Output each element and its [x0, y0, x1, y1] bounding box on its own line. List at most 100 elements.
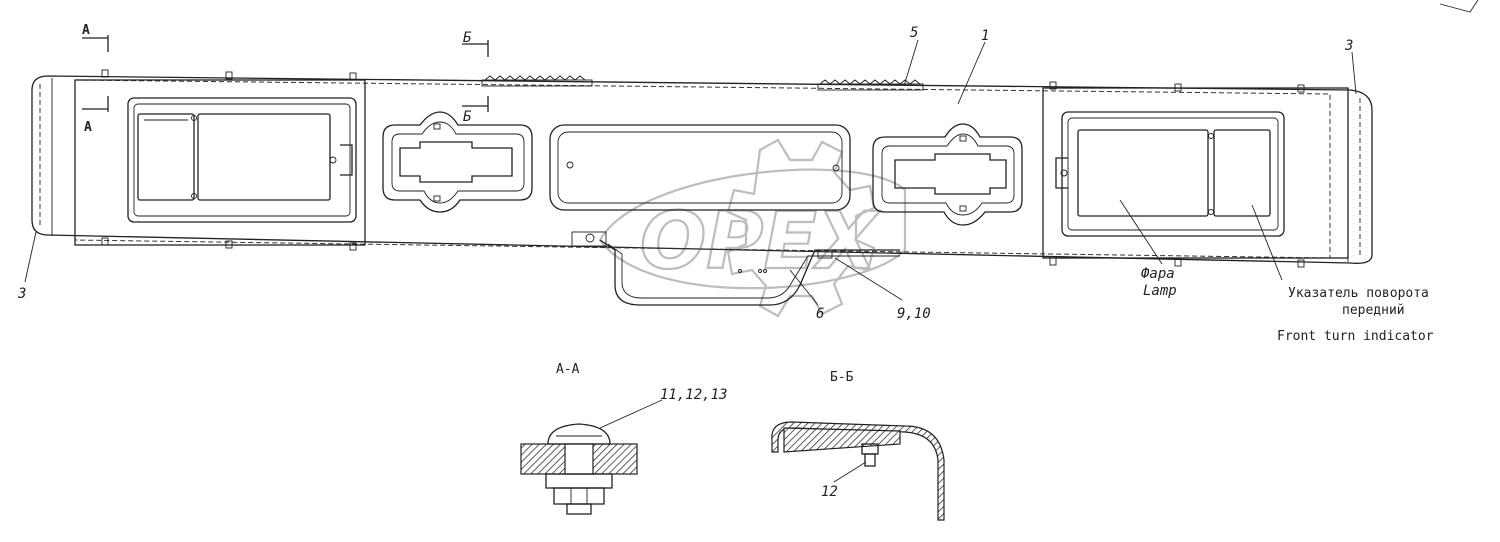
left-turn-lens	[137, 113, 195, 201]
callout-11-12-13-leader	[599, 399, 663, 429]
callout-6-leader	[789, 269, 819, 306]
top-mount-left	[481, 79, 593, 87]
section-bb-pad	[783, 427, 901, 453]
right-cutout-inner	[881, 133, 1015, 216]
left-latch-bolt	[329, 156, 337, 164]
right-lamp-frame	[1061, 111, 1285, 237]
edge-bolt	[1297, 84, 1305, 93]
section-aa-detail: А-А 11,12,13	[520, 362, 727, 515]
turn-indicator-leader	[1251, 204, 1283, 281]
callout-5: 5	[910, 25, 918, 41]
section-aa-bolt-tip	[566, 503, 592, 515]
callout-11-12-13: 11,12,13	[660, 387, 727, 403]
top-mount-left-teeth	[484, 75, 586, 81]
callout-3-left: 3	[17, 286, 26, 302]
edge-bolt	[1297, 259, 1305, 268]
section-aa-bolt-head	[547, 423, 611, 445]
lamp-label-en: Lamp	[1143, 283, 1177, 299]
corner-mark	[1439, 0, 1479, 13]
callout-3-left-leader	[24, 231, 37, 283]
turn-indicator-label-en: Front turn indicator	[1277, 329, 1434, 344]
section-b-top-label: Б	[463, 30, 472, 46]
top-mount-right-teeth	[819, 79, 921, 85]
section-aa-nut	[553, 487, 605, 505]
section-markers: А А Б Б	[82, 23, 489, 135]
edge-bolt	[225, 240, 233, 249]
callout-6: 6	[816, 306, 824, 322]
center-cutout-outer	[549, 124, 851, 211]
bumper-cutouts	[382, 111, 1023, 226]
center-cutout-hole	[566, 161, 574, 169]
left-cutout-hole	[433, 123, 441, 130]
right-lamp-bracket	[1042, 87, 1349, 259]
left-cutout-inner	[391, 121, 525, 204]
left-lamp-screw	[191, 115, 197, 121]
right-lamp-screw	[1208, 209, 1214, 215]
bracket-mount	[571, 231, 607, 247]
edge-bolt	[349, 242, 357, 251]
right-turn-lens	[1213, 129, 1271, 217]
right-cutout-hole	[959, 135, 967, 142]
section-aa-bolt-shank	[564, 443, 594, 475]
right-headlamp-lens	[1077, 129, 1209, 217]
section-b-bottom-label: Б	[463, 109, 472, 125]
section-bb-detail: Б-Б 12	[771, 370, 945, 521]
edge-bolt	[101, 69, 109, 78]
left-lamp-screw	[191, 193, 197, 199]
right-lamp-screw	[1208, 133, 1214, 139]
turn-indicator-label-ru-2: передний	[1342, 303, 1405, 318]
turn-indicator-label-ru-1: Указатель поворота	[1288, 286, 1429, 301]
bracket-dot	[763, 269, 767, 273]
edge-bolt	[1049, 81, 1057, 90]
watermark-swoosh	[598, 168, 907, 290]
left-cutout-outer	[382, 111, 533, 213]
edge-bolt	[1049, 257, 1057, 266]
edge-bolts	[101, 69, 1305, 268]
callout-1: 1	[981, 28, 989, 44]
edge-bolt	[1174, 258, 1182, 267]
left-lamp-assembly	[74, 79, 366, 246]
callout-12-leader	[833, 461, 867, 483]
left-lamp-frame	[127, 97, 357, 223]
callout-5-leader	[903, 39, 919, 87]
edge-bolt	[349, 72, 357, 81]
edge-bolt	[101, 237, 109, 246]
right-lamp-assembly	[1042, 87, 1349, 259]
left-cutout-slot	[399, 141, 513, 183]
center-cutout-inner	[557, 131, 843, 204]
callout-9-10: 9,10	[897, 306, 931, 322]
right-cutout-slot	[894, 153, 1007, 195]
left-lamp-latch	[340, 144, 353, 176]
callout-1-leader	[957, 41, 986, 105]
callout-12: 12	[821, 484, 838, 500]
callout-3-right-leader	[1351, 51, 1357, 95]
bracket-dot	[758, 269, 762, 273]
section-bb-title: Б-Б	[830, 370, 854, 385]
watermark: OPEX	[598, 138, 907, 318]
watermark-gear-icon	[726, 138, 876, 318]
bumper-outline	[31, 75, 1373, 264]
top-mounts	[481, 75, 924, 91]
section-aa-title: А-А	[556, 362, 580, 377]
callout-9-10-leader	[834, 257, 903, 301]
bracket-fastener	[817, 249, 833, 259]
edge-bolt	[225, 71, 233, 80]
right-lamp-frame-inner	[1067, 117, 1279, 231]
lower-bracket-inner	[607, 243, 900, 299]
section-a-bottom-label: А	[84, 120, 92, 135]
lower-bracket	[571, 231, 900, 306]
section-bb-screw-nut	[864, 453, 876, 467]
bracket-bolt	[585, 233, 595, 243]
lower-bracket-outline	[599, 239, 900, 306]
center-cutout-hole	[832, 164, 840, 172]
right-cutout-outer	[872, 123, 1023, 226]
callout-3-right: 3	[1344, 38, 1353, 54]
left-lamp-bracket	[74, 79, 366, 246]
callouts: 5 1 3 3 6 9,10 Фара Lamp Указатель повор…	[17, 25, 1434, 344]
section-aa-washer	[545, 473, 613, 489]
left-lamp-frame-inner	[133, 103, 351, 217]
right-cutout-hole	[959, 205, 967, 212]
lamp-leader	[1119, 199, 1163, 265]
